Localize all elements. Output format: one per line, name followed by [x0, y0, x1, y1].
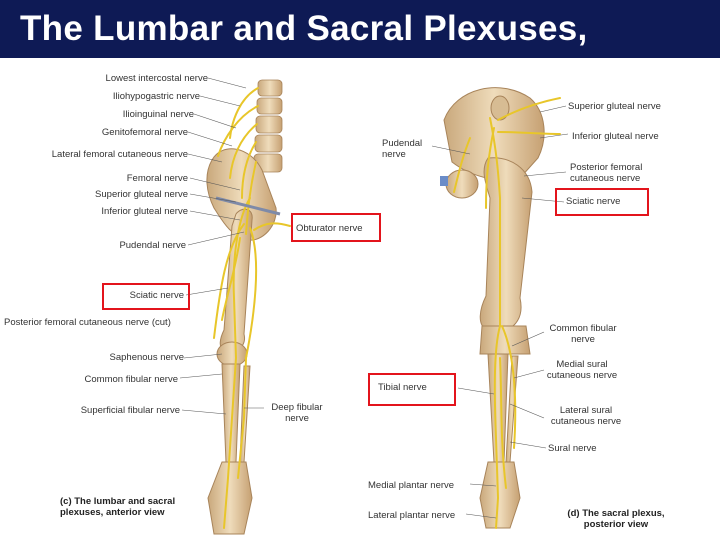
highlight-obturator-nerve — [291, 213, 381, 242]
highlight-tibial-nerve — [368, 373, 456, 406]
anterior-nerves — [213, 87, 291, 529]
label-posterior-femoral-cutaneous-nerve-cut: Posterior femoral cutaneous nerve (cut) — [4, 317, 171, 328]
label-inferior-gluteal-nerve: Inferior gluteal nerve — [101, 206, 188, 217]
caption-posterior-view: (d) The sacral plexus, posterior view — [567, 508, 665, 530]
label-tibial-nerve: Tibial nerve — [378, 382, 427, 393]
posterior-foot — [479, 461, 521, 529]
label-lateral-sural-cutaneous-nerve: Lateral sural cutaneous nerve — [550, 405, 622, 427]
label-femoral-nerve: Femoral nerve — [126, 173, 188, 184]
label-saphenous-nerve: Saphenous nerve — [109, 352, 184, 363]
label-inferior-gluteal-nerve-posterior: Inferior gluteal nerve — [572, 131, 659, 142]
label-sciatic-nerve-posterior: Sciatic nerve — [566, 196, 621, 207]
highlight-sciatic-nerve-anterior — [102, 283, 190, 310]
anterior-leader-lines — [179, 77, 264, 415]
label-pudendal-nerve: Pudendal nerve — [119, 240, 186, 251]
posterior-nerves — [453, 97, 561, 529]
posterior-tibia — [487, 353, 509, 463]
label-lateral-femoral-cutaneous-nerve: Lateral femoral cutaneous nerve — [51, 149, 188, 160]
caption-anterior-view: (c) The lumbar and sacral plexuses, ante… — [60, 496, 176, 518]
label-genitofemoral-nerve: Genitofemoral nerve — [101, 127, 188, 138]
label-superficial-fibular-nerve: Superficial fibular nerve — [80, 405, 180, 416]
posterior-leg — [440, 87, 561, 529]
label-sural-nerve: Sural nerve — [548, 443, 597, 454]
label-ilioinguinal-nerve: Ilioinguinal nerve — [122, 109, 194, 120]
anterior-foot — [207, 461, 253, 535]
anterior-leg — [206, 79, 291, 535]
label-deep-fibular-nerve: Deep fibular nerve — [271, 402, 323, 424]
anterior-femur — [219, 208, 253, 351]
posterior-leader-lines — [431, 105, 569, 519]
slide-title: The Lumbar and Sacral Plexuses, — [20, 9, 588, 48]
label-superior-gluteal-nerve-posterior: Superior gluteal nerve — [568, 101, 661, 112]
label-medial-sural-cutaneous-nerve: Medial sural cutaneous nerve — [546, 359, 618, 381]
title-bar: The Lumbar and Sacral Plexuses, — [0, 0, 720, 58]
label-common-fibular-nerve-posterior: Common fibular nerve — [549, 323, 617, 345]
leg-illustrations — [179, 77, 569, 535]
lumbar-spine — [253, 79, 283, 173]
label-common-fibular-nerve-anterior: Common fibular nerve — [84, 374, 178, 385]
label-superior-gluteal-nerve: Superior gluteal nerve — [95, 189, 188, 200]
label-posterior-femoral-cutaneous-nerve: Posterior femoral cutaneous nerve — [570, 162, 643, 184]
highlight-sciatic-nerve-posterior — [555, 188, 649, 216]
label-lowest-intercostal-nerve: Lowest intercostal nerve — [105, 73, 208, 84]
label-iliohypogastric-nerve: Iliohypogastric nerve — [112, 91, 200, 102]
posterior-femur — [479, 157, 533, 331]
label-medial-plantar-nerve: Medial plantar nerve — [368, 480, 455, 491]
label-obturator-nerve: Obturator nerve — [296, 223, 363, 234]
label-sciatic-nerve-anterior: Sciatic nerve — [129, 290, 184, 301]
anatomy-figure: Lowest intercostal nerve Iliohypogastric… — [0, 58, 720, 540]
label-pudendal-nerve-posterior: Pudendal nerve — [382, 138, 423, 160]
label-lateral-plantar-nerve: Lateral plantar nerve — [368, 510, 456, 521]
